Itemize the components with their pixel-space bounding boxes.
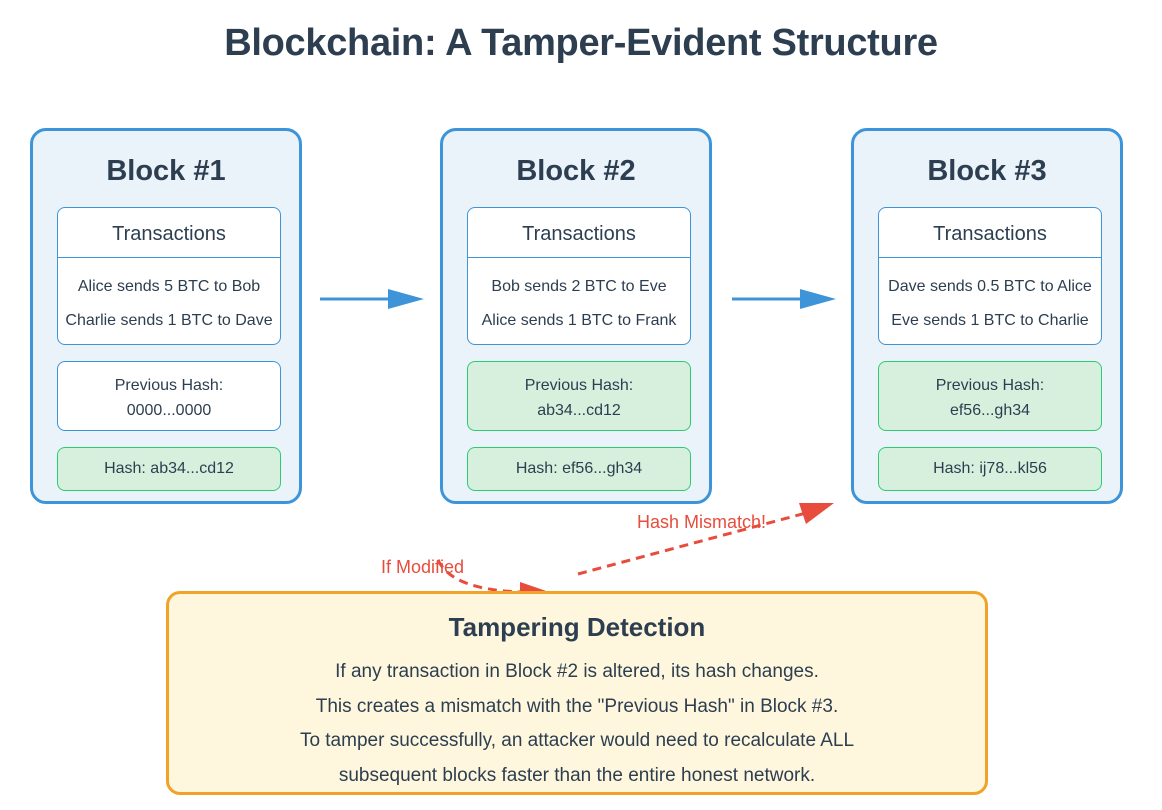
mismatch-arrow [577, 511, 807, 576]
tampering-detection-box: Tampering Detection If any transaction i… [166, 591, 988, 795]
previous-hash-box: Previous Hash: 0000...0000 [57, 361, 281, 431]
previous-hash-label: Previous Hash: [935, 377, 1045, 394]
block-title: Block #2 [516, 155, 636, 187]
detection-text-line: To tamper successfully, an attacker woul… [299, 730, 855, 751]
transaction-item: Eve sends 1 BTC to Charlie [891, 312, 1089, 329]
previous-hash-label: Previous Hash: [114, 377, 224, 394]
chain-arrow-1-head [388, 289, 424, 309]
diagram-title: Blockchain: A Tamper-Evident Structure [224, 22, 938, 64]
chain-arrow-2-head [800, 289, 836, 309]
previous-hash-label: Previous Hash: [524, 377, 634, 394]
transaction-item: Alice sends 5 BTC to Bob [77, 278, 261, 295]
hash-mismatch-label: Hash Mismatch! [637, 512, 767, 532]
detection-title: Tampering Detection [448, 612, 706, 642]
detection-text-line: subsequent blocks faster than the entire… [338, 765, 816, 786]
block-title: Block #3 [927, 155, 1047, 187]
transaction-item: Dave sends 0.5 BTC to Alice [888, 278, 1092, 295]
block-3: Block #3 Transactions Dave sends 0.5 BTC… [851, 128, 1123, 504]
previous-hash-value: ab34...cd12 [537, 402, 621, 419]
previous-hash-box: Previous Hash: ab34...cd12 [467, 361, 691, 431]
block-title: Block #1 [106, 155, 226, 187]
block-1: Block #1 Transactions Alice sends 5 BTC … [30, 128, 302, 504]
previous-hash-box: Previous Hash: ef56...gh34 [878, 361, 1102, 431]
transactions-header: Transactions [879, 208, 1101, 258]
transaction-item: Charlie sends 1 BTC to Dave [65, 312, 273, 329]
hash-box: Hash: ef56...gh34 [467, 447, 691, 491]
previous-hash-value: ef56...gh34 [949, 402, 1031, 419]
transactions-box: Transactions Alice sends 5 BTC to Bob Ch… [57, 207, 281, 345]
transaction-item: Alice sends 1 BTC to Frank [481, 312, 677, 329]
transactions-box: Transactions Dave sends 0.5 BTC to Alice… [878, 207, 1102, 345]
transactions-box: Transactions Bob sends 2 BTC to Eve Alic… [467, 207, 691, 345]
block-2: Block #2 Transactions Bob sends 2 BTC to… [440, 128, 712, 504]
detection-text-line: If any transaction in Block #2 is altere… [335, 661, 819, 682]
previous-hash-value: 0000...0000 [126, 402, 212, 419]
transactions-header: Transactions [58, 208, 280, 258]
hash-box: Hash: ij78...kl56 [878, 447, 1102, 491]
if-modified-label: If Modified [381, 557, 465, 577]
detection-text-line: This creates a mismatch with the "Previo… [315, 696, 839, 717]
transaction-item: Bob sends 2 BTC to Eve [491, 278, 667, 295]
mismatch-arrow-head [799, 503, 834, 524]
transactions-header: Transactions [468, 208, 690, 258]
hash-box: Hash: ab34...cd12 [57, 447, 281, 491]
